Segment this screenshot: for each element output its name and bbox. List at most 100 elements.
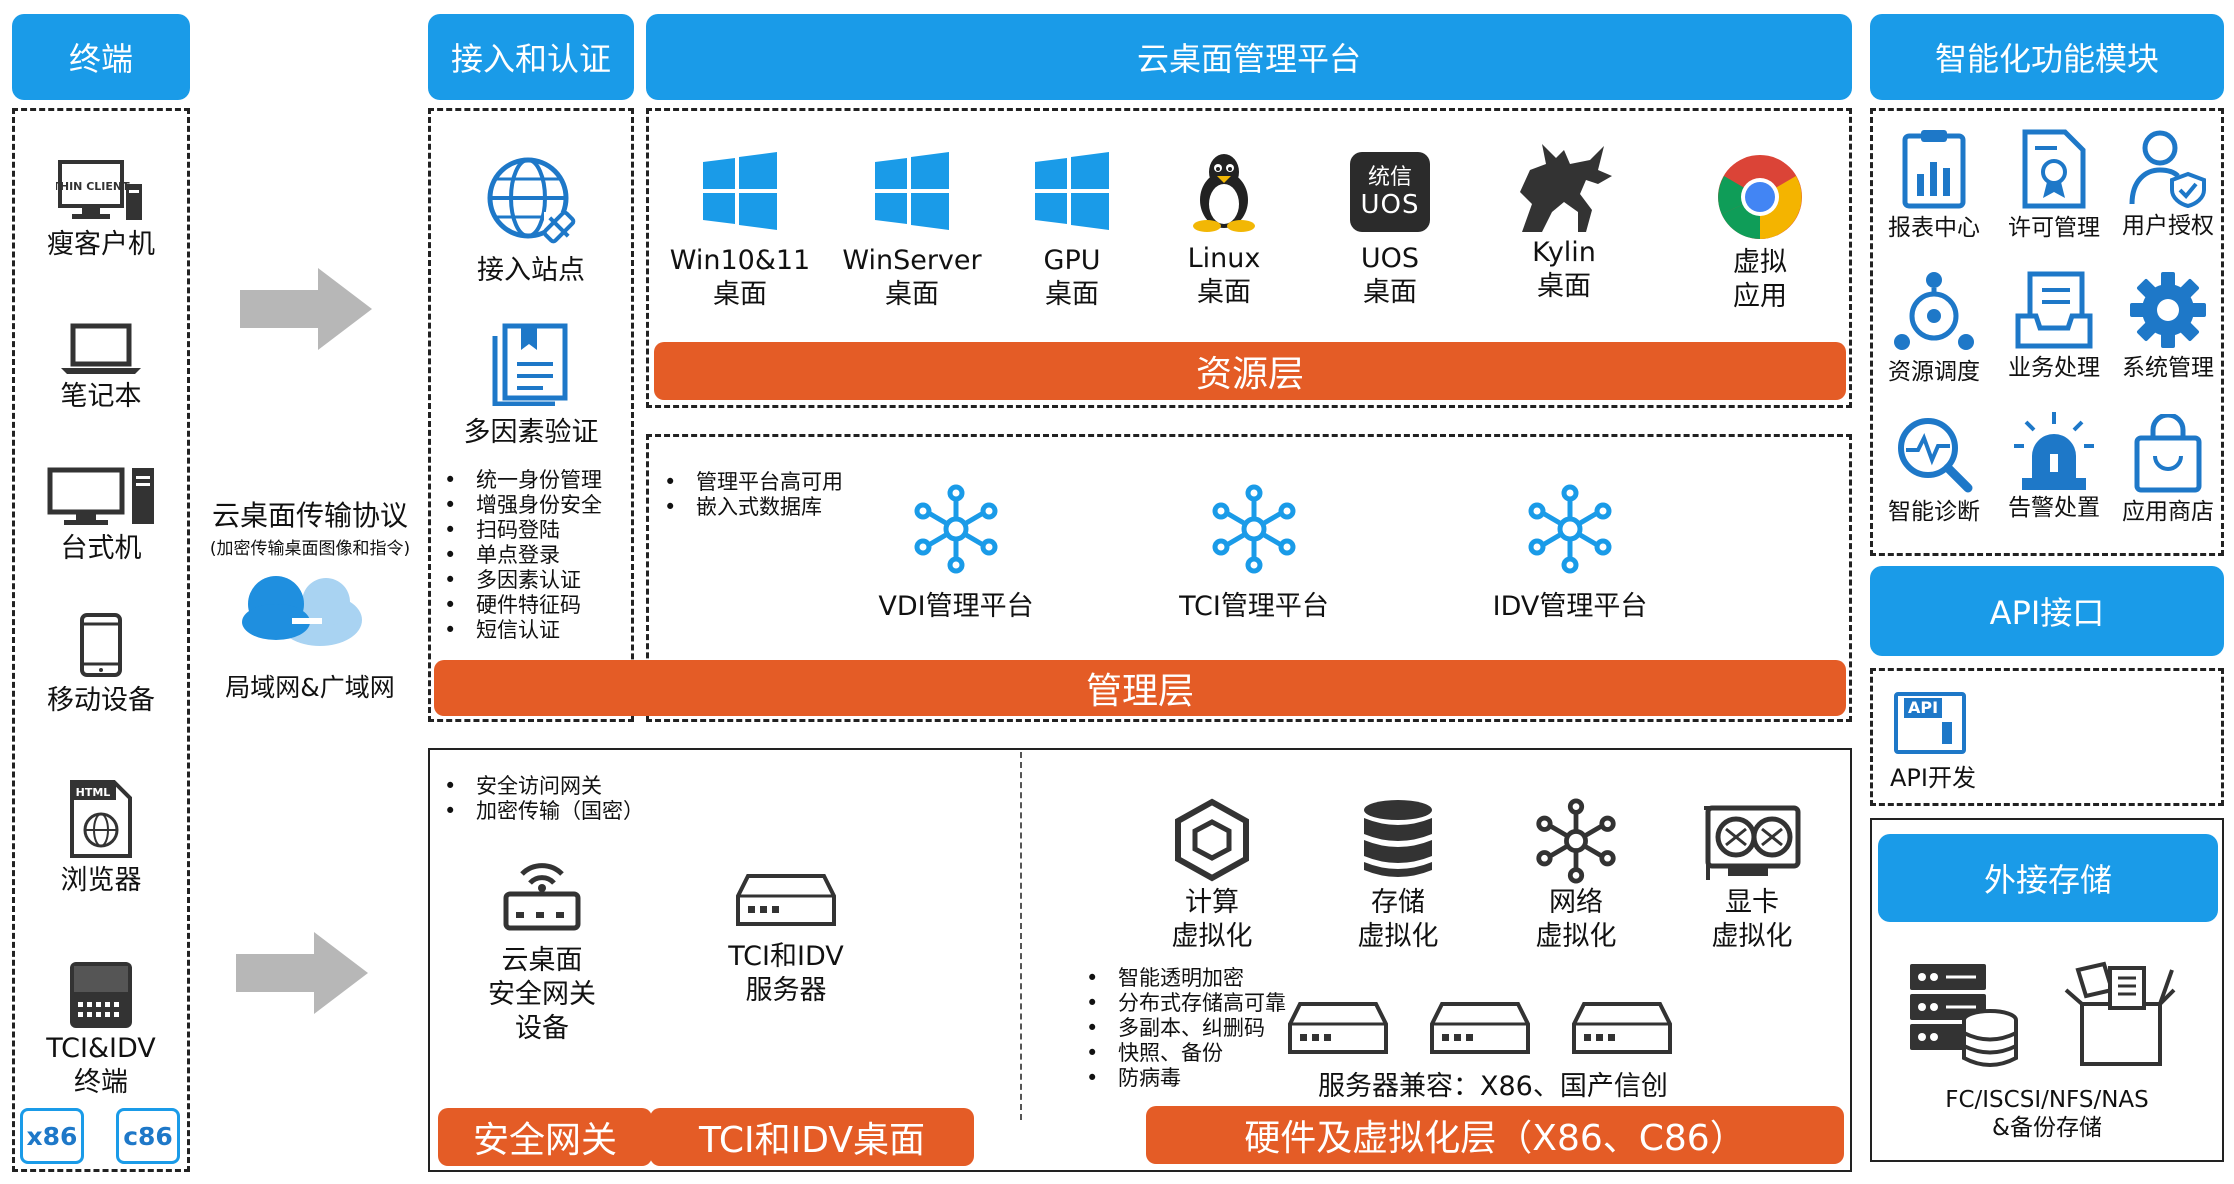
alarm-siren-icon	[2014, 412, 2094, 490]
protocol-subtitle: (加密传输桌面图像和指令)	[209, 539, 411, 559]
security-gateway-bar: 安全网关	[438, 1108, 652, 1166]
terminal-label: 台式机	[60, 533, 142, 564]
access-mfa-label: 多因素验证	[463, 417, 599, 448]
virt-label: 存储虚拟化	[1357, 887, 1439, 952]
platform-label: IDV管理平台	[1492, 591, 1648, 622]
tci-idv-desktop-bar: TCI和IDV桌面	[650, 1108, 974, 1166]
terminal-label: 移动设备	[47, 685, 155, 716]
terminal-desktop: 台式机	[12, 466, 190, 566]
browser-html-text: HTML	[76, 786, 111, 799]
user-shield-icon	[2129, 130, 2206, 208]
clipboard-chart-icon	[1902, 130, 1966, 209]
terminal-tci-idv: TCI&IDV 终端	[12, 958, 190, 1100]
certificate-icon	[2022, 129, 2086, 209]
list-item: 硬件特征码	[440, 593, 630, 618]
network-label: 局域网&广域网	[225, 673, 395, 702]
tci-platform: TCI管理平台	[1154, 484, 1354, 624]
module-label: 智能诊断	[1888, 499, 1980, 525]
management-feature-list: 管理平台高可用 嵌入式数据库	[660, 470, 843, 520]
uos-icon: 统信 UOS	[1350, 152, 1430, 232]
access-panel	[428, 108, 634, 722]
network-hub-icon	[1212, 484, 1296, 574]
list-item: 增强身份安全	[440, 493, 630, 518]
backup-box-icon	[2064, 961, 2176, 1066]
api-dev-icon: API	[1894, 692, 1966, 754]
resource-layer-bar: 资源层	[654, 342, 1846, 400]
arrow-right-icon	[236, 932, 368, 1014]
hardware-layer-bar: 硬件及虚拟化层（X86、C86）	[1146, 1106, 1844, 1164]
laptop-icon	[61, 323, 141, 374]
storage-panel	[1870, 818, 2224, 1162]
module-label: 用户授权	[2122, 213, 2214, 239]
document-check-icon	[492, 323, 568, 406]
list-item: 多因素认证	[440, 568, 630, 593]
access-site-label: 接入站点	[477, 255, 585, 286]
list-item: 防病毒	[1082, 1066, 1286, 1091]
server-database-icon	[1910, 964, 2018, 1067]
vdi-platform: VDI管理平台	[856, 484, 1056, 624]
resource-schedule-icon	[1894, 272, 1974, 350]
server-box-icon	[736, 874, 836, 926]
list-item: 扫码登陆	[440, 518, 630, 543]
virt-compute: 计算虚拟化	[1132, 798, 1292, 954]
bottom-divider	[1020, 752, 1022, 1120]
resource-virtual-app: 虚拟应用	[1680, 154, 1840, 314]
platform-label: VDI管理平台	[878, 591, 1034, 622]
windows-icon	[703, 152, 777, 230]
terminal-header: 终端	[12, 14, 190, 100]
module-diagnosis: 智能诊断	[1876, 414, 1992, 525]
thin-client-text: THIN CLIENT	[56, 180, 130, 193]
network-icon	[1536, 798, 1616, 884]
linux-icon	[1193, 154, 1255, 232]
terminal-laptop: 笔记本	[12, 322, 190, 414]
module-label: 许可管理	[2008, 215, 2100, 241]
virt-gpu: 显卡虚拟化	[1672, 804, 1832, 954]
idv-platform: IDV管理平台	[1470, 484, 1670, 624]
gateway-device-label: 云桌面 安全网关 设备	[488, 945, 596, 1044]
list-item: 管理平台高可用	[660, 470, 843, 495]
terminal-label: 浏览器	[60, 865, 142, 896]
tray-document-icon	[2015, 271, 2093, 349]
gear-icon	[2130, 272, 2206, 348]
api-badge: API	[1904, 698, 1943, 718]
gpu-icon	[1704, 805, 1801, 880]
windows-icon	[1035, 152, 1109, 230]
terminal-mobile: 移动设备	[12, 612, 190, 718]
server-label: TCI和IDV 服务器	[728, 941, 844, 1006]
terminal-label: 瘦客户机	[47, 229, 155, 260]
storage-icon	[1364, 800, 1432, 877]
management-panel	[646, 434, 1852, 722]
desktop-pc-icon	[47, 467, 154, 525]
terminal-browser: HTML 浏览器	[12, 778, 190, 898]
module-license: 许可管理	[1996, 128, 2112, 241]
api-bar	[1942, 722, 1952, 744]
server-compat-text: 服务器兼容：X86、国产信创	[1318, 1071, 1668, 1102]
management-layer-bar: 管理层	[434, 660, 1846, 716]
chrome-icon	[1718, 155, 1802, 239]
server-box-icon	[1430, 1002, 1530, 1054]
module-system: 系统管理	[2110, 270, 2226, 381]
virt-storage: 存储虚拟化	[1318, 798, 1478, 954]
access-header: 接入和认证	[428, 14, 634, 100]
storage-label: FC/ISCSI/NFS/NAS&备份存储	[1945, 1087, 2149, 1141]
api-dev-label: API开发	[1890, 764, 1976, 792]
resource-panel	[646, 108, 1852, 408]
cloud-icon	[242, 576, 362, 646]
module-report-center: 报表中心	[1876, 126, 1992, 241]
badge-c86: c86	[116, 1108, 180, 1164]
virt-label: 显卡虚拟化	[1711, 887, 1793, 952]
module-label: 业务处理	[2008, 355, 2100, 381]
module-label: 应用商店	[2122, 499, 2214, 525]
access-feature-list: 统一身份管理 增强身份安全 扫码登陆 单点登录 多因素认证 硬件特征码 短信认证	[440, 468, 630, 643]
protocol-title: 云桌面传输协议	[211, 499, 408, 532]
gateway-feature-list: 安全访问网关 加密传输（国密）	[440, 774, 644, 824]
windows-icon	[875, 152, 949, 230]
bottom-panel	[428, 748, 1852, 1172]
